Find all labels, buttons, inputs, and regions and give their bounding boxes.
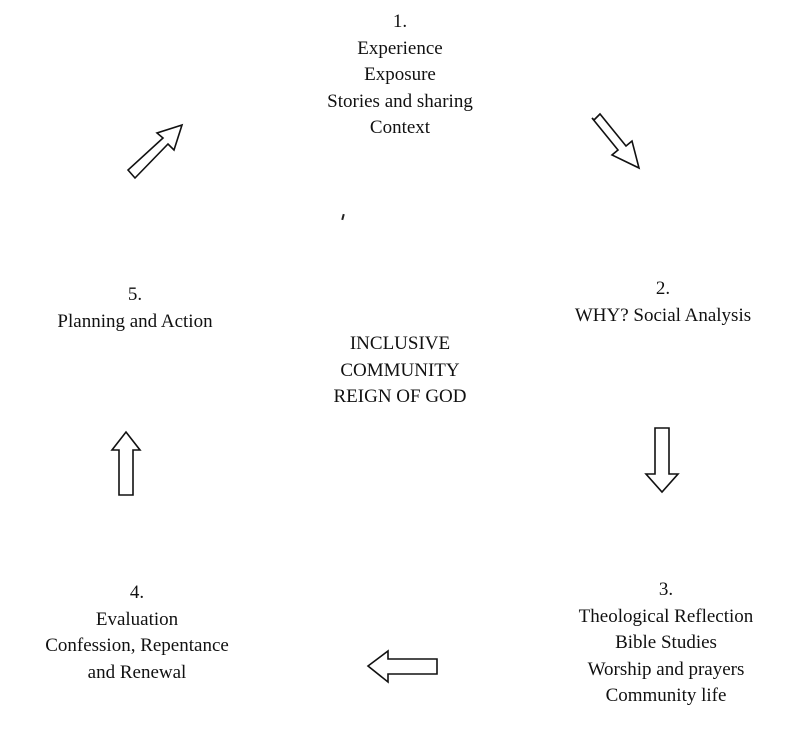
step-line: Planning and Action bbox=[57, 310, 213, 332]
center-label: INCLUSIVE COMMUNITY REIGN OF GOD bbox=[280, 331, 520, 411]
step-line: Evaluation bbox=[95, 608, 179, 630]
step-number: 4. bbox=[129, 582, 145, 603]
center-line: INCLUSIVE bbox=[349, 333, 451, 354]
step-line: Experience bbox=[357, 37, 443, 59]
arrow-down-right-icon bbox=[591, 112, 641, 170]
step-line: WHY? Social Analysis bbox=[574, 304, 752, 326]
cycle-step-4: 4. Evaluation Confession, Repentance and… bbox=[10, 580, 264, 686]
arrow-down-icon bbox=[644, 427, 680, 494]
step-number: 2. bbox=[655, 278, 671, 299]
arrow-up-right-icon bbox=[126, 123, 184, 180]
center-line: REIGN OF GOD bbox=[333, 386, 467, 407]
step-number: 3. bbox=[658, 579, 674, 600]
cycle-step-5: 5. Planning and Action bbox=[20, 282, 250, 335]
step-line: Exposure bbox=[364, 64, 436, 85]
step-line: Worship and prayers bbox=[587, 658, 745, 680]
cycle-step-2: 2. WHY? Social Analysis bbox=[540, 276, 786, 329]
step-line: and Renewal bbox=[87, 661, 187, 683]
step-line: Theological Reflection bbox=[578, 605, 754, 627]
arrow-up-icon bbox=[110, 430, 142, 496]
step-number: 1. bbox=[392, 11, 408, 32]
step-line: Confession, Repentance bbox=[45, 635, 229, 656]
cycle-step-1: 1. Experience Exposure Stories and shari… bbox=[300, 9, 500, 142]
arrow-left-icon bbox=[366, 649, 438, 684]
step-number: 5. bbox=[127, 284, 143, 305]
step-line: Context bbox=[369, 117, 431, 138]
cycle-step-3: 3. Theological Reflection Bible Studies … bbox=[546, 577, 786, 710]
step-line: Stories and sharing bbox=[327, 90, 473, 112]
center-line: COMMUNITY bbox=[340, 359, 460, 381]
step-line: Community life bbox=[605, 685, 727, 706]
step-line: Bible Studies bbox=[615, 632, 717, 653]
